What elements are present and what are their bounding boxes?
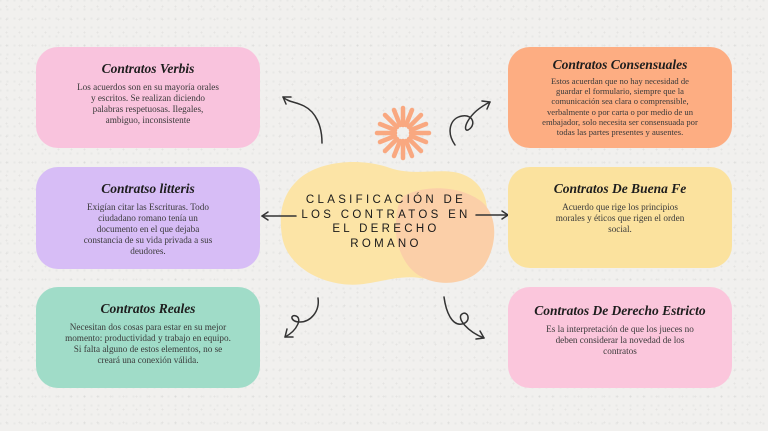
- card-line: Necesitan dos cosas para estar en su mej…: [69, 322, 227, 332]
- central-title: CLASIFICACIÓN DE LOS CONTRATOS EN EL DER…: [288, 193, 484, 251]
- card-line: palabras respetuosas. Ilegales,: [92, 104, 204, 114]
- card-title: Contratos Verbis: [101, 61, 195, 76]
- sunburst-decoration: [374, 105, 432, 161]
- arrow-to-consensuales-icon: [449, 100, 491, 146]
- card-description: Es la interpretación de que los jueces n…: [522, 324, 718, 357]
- card-title: Contratos Consensuales: [552, 57, 688, 72]
- arrow-to-litteris-icon: [261, 211, 297, 221]
- central-blob-peach: [395, 188, 495, 283]
- card-line: creará una conexión válida.: [97, 355, 199, 365]
- card-line: verbalmente o por carta o por medio de u…: [546, 106, 694, 117]
- card-line: momento: productividad y trabajo en equi…: [65, 333, 231, 343]
- card-line: social.: [608, 224, 632, 234]
- card-description: Acuerdo que rige los principios morales …: [522, 202, 718, 235]
- arrow-to-verbis-icon: [282, 96, 323, 144]
- card-title: Contratos De Buena Fe: [553, 181, 687, 196]
- card-line: todas las partes presentes y ausentes.: [556, 127, 684, 138]
- card-line: guardar el formulario, siempre que la: [556, 86, 684, 97]
- card-description: Exigían citar las Escrituras. Todo ciuda…: [50, 202, 246, 257]
- card-line: Si falta alguno de estos elementos, no s…: [73, 344, 223, 354]
- card-line: Estos acuerdan que no hay necesidad de: [551, 76, 689, 86]
- card-contratos-verbis: Contratos Verbis Los acuerdos son en su …: [36, 47, 260, 148]
- card-line: comunicación sea clara o comprensible,: [551, 96, 689, 107]
- card-contratos-reales: Contratos Reales Necesitan dos cosas par…: [36, 287, 260, 388]
- card-contratos-buena-fe: Contratos De Buena Fe Acuerdo que rige l…: [508, 167, 732, 268]
- card-line: deben considerar la novedad de los: [555, 335, 685, 345]
- card-line: Exigían citar las Escrituras. Todo: [87, 202, 209, 212]
- arrow-to-reales-icon: [284, 297, 319, 338]
- card-line: constancia de su vida privada a sus: [83, 235, 213, 245]
- card-line: documento en el que dejaba: [96, 224, 200, 234]
- card-title: Contratos Reales: [100, 301, 196, 316]
- card-line: Los acuerdos son en su mayoría orales: [77, 82, 219, 92]
- card-line: contratos: [603, 346, 637, 356]
- card-description: Estos acuerdan que no hay necesidad de g…: [522, 76, 718, 137]
- card-line: ambiguo, inconsistente: [105, 115, 191, 125]
- card-line: y escritos. Se realizan diciendo: [90, 93, 206, 103]
- card-contratos-derecho-estricto: Contratos De Derecho Estricto Es la inte…: [508, 287, 732, 388]
- arrow-to-buena-fe-icon: [475, 210, 509, 220]
- central-title-line: EL DERECHO: [332, 223, 440, 235]
- card-line: Acuerdo que rige los principios: [562, 202, 678, 212]
- arrow-to-derecho-estricto-icon: [443, 296, 485, 340]
- card-description: Necesitan dos cosas para estar en su mej…: [50, 322, 246, 366]
- card-contratos-litteris: Contratso litteris Exigían citar las Esc…: [36, 167, 260, 269]
- card-line: embajador, solo necesita ser consensuada…: [542, 116, 698, 127]
- card-line: Es la interpretación de que los jueces n…: [546, 324, 694, 334]
- card-title: Contratso litteris: [101, 181, 195, 196]
- card-line: deudores.: [130, 246, 166, 256]
- card-line: morales y éticos que rigen el orden: [555, 213, 685, 223]
- central-title-line: CLASIFICACIÓN DE: [305, 194, 467, 206]
- card-line: ciudadano romano tenía un: [98, 213, 198, 223]
- central-title-line: LOS CONTRATOS EN: [301, 208, 471, 221]
- card-title: Contratos De Derecho Estricto: [534, 303, 706, 318]
- card-contratos-consensuales: Contratos Consensuales Estos acuerdan qu…: [508, 47, 732, 148]
- card-description: Los acuerdos son en su mayoría orales y …: [50, 82, 246, 126]
- central-title-line: ROMANO: [350, 237, 422, 250]
